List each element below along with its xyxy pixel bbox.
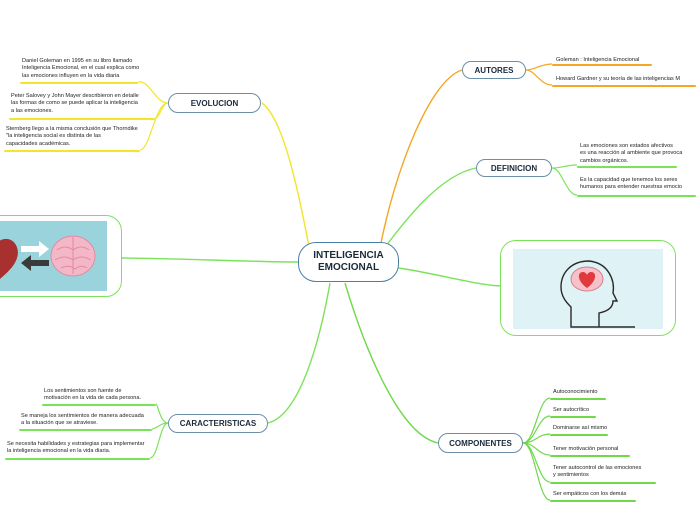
branch-evolucion[interactable]: EVOLUCION [168,93,261,113]
link-definicion-leaf-1 [551,164,578,169]
componentes-leaf-3-underline [550,434,608,436]
componentes-leaf-1-underline [550,398,606,400]
caracteristicas-leaf-1-underline [42,404,156,406]
arrow-left-icon [21,255,49,271]
caracteristicas-leaf-2-underline [19,429,152,431]
definicion-leaf-1-underline [577,166,677,168]
caracteristicas-leaf-2[interactable]: Se maneja los sentimientos de manera ade… [21,413,144,427]
central-topic-label: INTELIGENCIA EMOCIONAL [313,250,384,273]
componentes-leaf-5-underline [550,482,656,484]
evolucion-leaf-2[interactable]: Peter Salovey y John Mayer describieron … [11,93,139,114]
heart-brain-illustration [0,221,107,291]
branch-evolucion-label: EVOLUCION [190,98,239,108]
link-image-left [121,257,299,263]
link-componentes [344,282,439,444]
definicion-leaf-2[interactable]: Es la capacidad que tenemos los seres hu… [580,177,682,191]
evolucion-leaf-1[interactable]: Daniel Goleman en 1995 en su libro llama… [22,58,140,79]
branch-componentes-label: COMPONENTES [449,438,512,448]
componentes-leaf-2[interactable]: Ser autocrítico [553,407,590,413]
link-image-right [397,267,501,287]
link-evolucion [261,102,313,263]
componentes-leaf-1[interactable]: Autoconocimiento [553,389,598,395]
componentes-leaf-4-underline [550,455,630,457]
branch-definicion[interactable]: DEFINICION [476,159,552,177]
link-componentes-leaf-6 [522,442,551,501]
definicion-leaf-1[interactable]: Las emociones son estados afectivos es u… [580,143,683,164]
componentes-leaf-2-underline [550,416,596,418]
link-autores-leaf-1 [525,63,553,71]
branch-autores-label: AUTORES [474,65,514,75]
componentes-leaf-6[interactable]: Ser empáticos con los demás [553,491,627,497]
branch-componentes[interactable]: COMPONENTES [438,433,523,453]
link-caracteristicas-leaf-3 [149,422,169,459]
autores-leaf-1-underline [552,64,652,66]
caracteristicas-leaf-3-underline [5,458,150,460]
link-autores-leaf-2 [525,69,553,86]
componentes-leaf-5[interactable]: Tener autocontrol de las emociones y sen… [553,465,642,479]
link-definicion [379,167,477,255]
heart-icon [578,272,596,288]
link-autores [379,69,463,249]
autores-leaf-2-underline [552,85,696,87]
image-head-heart[interactable] [500,240,676,336]
branch-definicion-label: DEFINICION [490,163,538,173]
head-heart-illustration [513,249,663,329]
link-caracteristicas-leaf-1 [155,403,169,424]
branch-caracteristicas-label: CARACTERISTICAS [179,419,257,428]
link-definicion-leaf-2 [551,167,578,196]
central-topic[interactable]: INTELIGENCIA EMOCIONAL [298,242,399,282]
evolucion-leaf-2-underline [9,118,155,120]
heart-icon [0,239,18,280]
caracteristicas-leaf-1[interactable]: Los sentimientos son fuente de motivació… [44,388,142,402]
componentes-leaf-4[interactable]: Tener motivación personal [553,446,619,452]
componentes-leaf-3[interactable]: Dominarse así mismo [553,425,608,431]
componentes-leaf-6-underline [550,500,636,502]
link-evolucion-leaf-1 [137,81,169,104]
arrow-right-icon [21,241,49,257]
branch-caracteristicas[interactable]: CARACTERISTICAS [168,414,268,433]
link-componentes-leaf-1 [522,397,551,444]
autores-leaf-1[interactable]: Goleman : Inteligencia Emocional [556,57,640,63]
branch-autores[interactable]: AUTORES [462,61,526,79]
link-evolucion-leaf-3 [139,102,169,151]
evolucion-leaf-3[interactable]: Sternberg llego a la misma conclusión qu… [6,126,138,147]
brain-icon [50,235,96,277]
autores-leaf-2[interactable]: Howard Gardner y su teoría de las inteli… [556,76,681,82]
evolucion-leaf-3-underline [4,150,140,152]
link-caracteristicas [267,282,331,424]
head-profile-icon [560,260,635,328]
image-heart-brain[interactable] [0,215,122,297]
caracteristicas-leaf-3[interactable]: Se necesita habilidades y estrategias pa… [7,441,145,455]
definicion-leaf-2-underline [577,195,696,197]
evolucion-leaf-1-underline [20,82,138,84]
